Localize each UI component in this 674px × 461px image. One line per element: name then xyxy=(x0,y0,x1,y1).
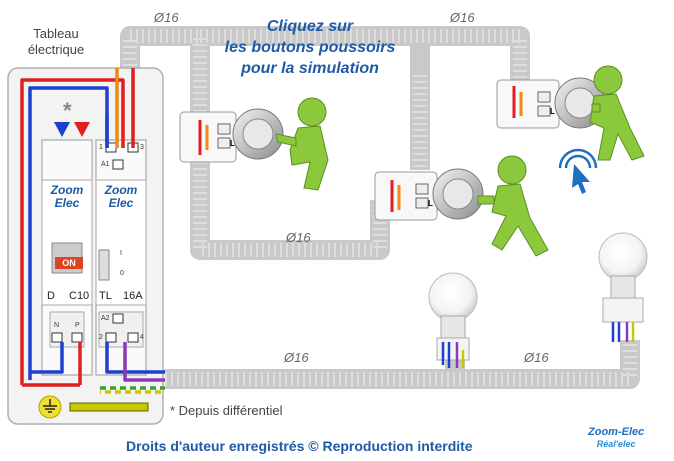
click-cursor-icon xyxy=(558,148,598,194)
instructions-line3: pour la simulation xyxy=(241,60,379,77)
conduit-label: Ø16 xyxy=(154,10,179,25)
pushbutton-right[interactable] xyxy=(496,77,606,129)
instructions-line1: Cliquez sur xyxy=(266,18,354,35)
pushbutton-right-label: L xyxy=(550,107,555,116)
pushbutton-left-label: L xyxy=(230,139,235,148)
terminal-1: 1 xyxy=(99,144,103,151)
green-figure xyxy=(477,155,549,257)
ground-bar xyxy=(69,402,149,412)
conduit-label: Ø16 xyxy=(284,350,309,365)
switch-on-mark: I xyxy=(120,250,122,257)
panel-title: Tableau électrique xyxy=(8,26,104,58)
conduit-label: Ø16 xyxy=(286,230,311,245)
terminal-a2: A2 xyxy=(101,315,110,322)
footnote: * Depuis différentiel xyxy=(170,403,283,418)
on-indicator: ON xyxy=(55,257,83,269)
light-bulb-icon xyxy=(428,272,478,368)
ground-icon xyxy=(38,395,62,419)
terminal-4: 4 xyxy=(140,334,144,341)
terminal-a1: A1 xyxy=(101,161,110,168)
breaker1-brand: Zoom Elec xyxy=(50,183,84,210)
phase-arrow-icon xyxy=(74,122,90,137)
pushbutton-middle[interactable] xyxy=(374,168,484,221)
green-figure xyxy=(589,65,645,161)
breaker2-brand: Zoom Elec xyxy=(104,183,138,210)
panel-title-line1: Tableau xyxy=(33,26,79,41)
terminal-2: 2 xyxy=(99,334,103,341)
conduit-label: Ø16 xyxy=(524,350,549,365)
asterisk-mark: * xyxy=(63,98,72,123)
pushbutton-middle-label: L xyxy=(428,199,433,208)
instructions: Cliquez sur les boutons poussoirs pour l… xyxy=(200,16,420,79)
light-bulb-icon xyxy=(598,232,648,342)
breaker2-type: TL xyxy=(99,290,112,302)
breaker1-type: D xyxy=(47,290,55,302)
breaker1-rating: C10 xyxy=(69,290,90,302)
instructions-line2: les boutons poussoirs xyxy=(224,39,396,56)
panel-title-line2: électrique xyxy=(27,42,85,57)
green-figure xyxy=(275,97,329,191)
zoom-elec-logo: Zoom-Elec Réal'elec xyxy=(588,426,645,449)
terminal-p: P xyxy=(75,322,80,329)
terminal-n: N xyxy=(54,322,60,329)
conduit-label: Ø16 xyxy=(450,10,475,25)
switch-off-mark: 0 xyxy=(120,270,124,277)
copyright-notice: Droits d'auteur enregistrés © Reproducti… xyxy=(126,438,473,454)
wires xyxy=(20,68,165,394)
pushbutton-left[interactable] xyxy=(179,108,284,163)
breaker2-rating: 16A xyxy=(123,290,143,302)
neutral-arrow-icon xyxy=(54,122,70,137)
terminal-3: 3 xyxy=(140,144,144,151)
electrical-panel xyxy=(7,67,164,425)
